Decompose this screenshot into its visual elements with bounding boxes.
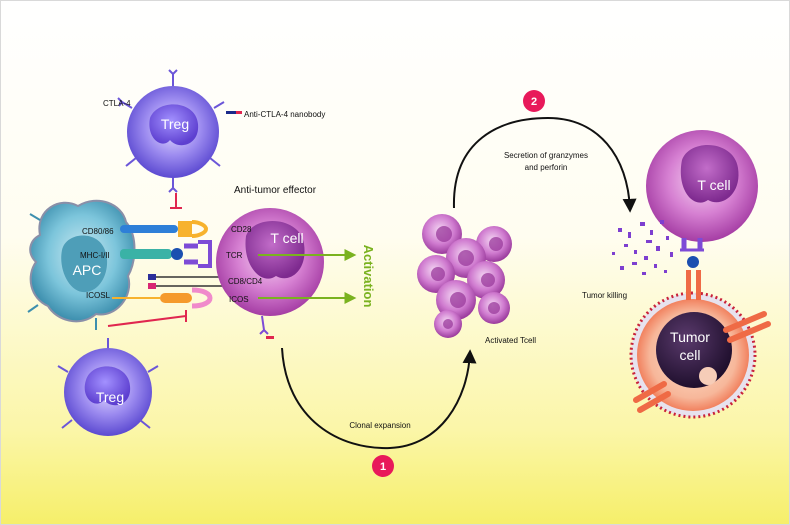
inhibition-bar-icon [170,193,182,209]
receptor-y-icon [226,111,242,114]
secretion-label-line2: and perforin [525,163,568,172]
activated-tcell-cluster [417,214,512,338]
cd80-cd28-pair [120,220,209,238]
clonal-expansion-label: Clonal expansion [349,421,410,430]
treg-bottom-label: Treg [96,389,124,405]
cd80-label: CD80/86 [82,227,114,236]
treg-bottom-cell [57,338,159,436]
tumor-killing-label: Tumor killing [582,291,627,300]
mhc-label: MHC-I/II [80,251,110,260]
badge-2: 2 [523,90,545,112]
cd8-cd4-pair [148,274,228,289]
tumor-label-line1: Tumor [670,329,710,345]
ctla4-label: CTLA-4 [103,99,131,108]
treg-top-cell [117,69,242,193]
secretion-label-line1: Secretion of granzymes [504,151,588,160]
mhc-receptor-tumor [686,270,701,300]
tcell-right-cell [646,130,758,268]
effector-title: Anti-tumor effector [234,185,317,196]
tcell-right-label: T cell [697,177,730,193]
clonal-expansion-arrow [281,347,477,450]
treg-top-label: Treg [161,116,189,132]
icos-label: ICOS [229,295,249,304]
cd8-cd4-label: CD8/CD4 [228,277,263,286]
secretion-arrow [452,116,637,213]
inhibition-bar-icon [107,310,187,327]
granzyme-particles [612,220,673,275]
tumor-cell [629,270,771,419]
cd28-label: CD28 [231,225,252,234]
activated-tcell-label: Activated Tcell [485,336,536,345]
tcr-receptor-right [680,238,704,268]
tumor-label-line2: cell [679,347,700,363]
svg-text:1: 1 [380,461,386,473]
icosl-icos-pair [112,287,213,309]
svg-text:2: 2 [531,96,537,108]
receptor-y-icon [266,336,274,339]
mhc-tcr-pair [120,240,212,268]
badge-1: 1 [372,455,394,477]
activation-label: Activation [361,245,376,308]
tcell-left-label: T cell [270,230,303,246]
nanobody-label: Anti-CTLA-4 nanobody [244,110,325,119]
icosl-label: ICOSL [86,291,111,300]
tcell-left-cell [216,208,324,339]
apc-label: APC [73,262,102,278]
activation-arrow-icon [258,249,357,304]
tcr-label: TCR [226,251,243,260]
